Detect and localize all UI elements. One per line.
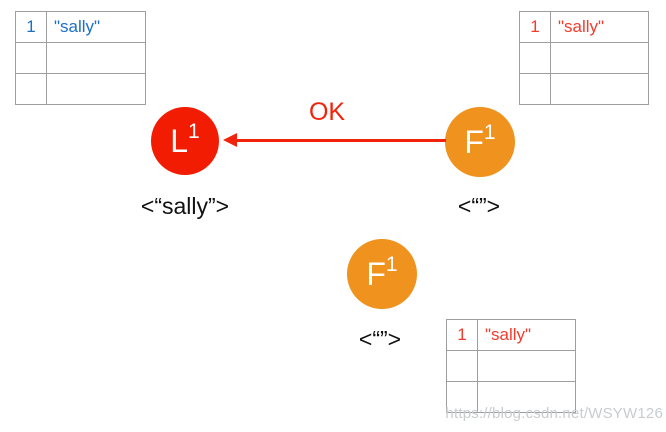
follower-right-superscript: 1 — [483, 120, 496, 144]
ack-arrow-line — [234, 139, 446, 142]
table-cell-value — [550, 73, 649, 105]
table-cell-value — [46, 73, 146, 105]
table-row — [446, 381, 576, 413]
table-cell-key: 1 — [15, 11, 47, 43]
leader-node-superscript: 1 — [188, 119, 200, 143]
table-cell-value: "sally" — [550, 11, 649, 43]
follower-bottom-caption: <“”> — [358, 326, 402, 352]
table-cell-value — [46, 42, 146, 74]
follower-bottom-data-table: 1 "sally" — [446, 319, 576, 413]
leader-data-table: 1 "sally" — [15, 11, 146, 105]
table-cell-value — [477, 381, 576, 413]
table-cell-key: 1 — [519, 11, 551, 43]
leader-caption: <“sally”> — [140, 193, 230, 219]
table-cell-key — [519, 42, 551, 74]
table-row — [519, 42, 649, 74]
table-row — [15, 73, 146, 105]
table-cell-key — [15, 73, 47, 105]
table-cell-key — [446, 350, 478, 382]
follower-right-caption: <“”> — [457, 193, 501, 219]
follower-bottom-label: F — [366, 256, 386, 292]
follower-right-label: F — [464, 124, 484, 160]
table-cell-value — [550, 42, 649, 74]
table-row — [15, 42, 146, 74]
table-row — [519, 73, 649, 105]
table-cell-key: 1 — [446, 319, 478, 351]
leader-node-label: L — [170, 123, 189, 159]
table-cell-key — [15, 42, 47, 74]
table-row — [446, 350, 576, 382]
ok-label: OK — [308, 98, 346, 126]
watermark: https://blog.csdn.net/WSYW126 — [445, 405, 663, 422]
ack-arrow-head-icon — [223, 133, 237, 147]
table-cell-value: "sally" — [477, 319, 576, 351]
table-row: 1 "sally" — [15, 11, 146, 43]
follower-bottom-superscript: 1 — [385, 252, 398, 276]
table-cell-value — [477, 350, 576, 382]
table-row: 1 "sally" — [446, 319, 576, 351]
follower-right-data-table: 1 "sally" — [519, 11, 649, 105]
table-row: 1 "sally" — [519, 11, 649, 43]
table-cell-value: "sally" — [46, 11, 146, 43]
table-cell-key — [446, 381, 478, 413]
table-cell-key — [519, 73, 551, 105]
